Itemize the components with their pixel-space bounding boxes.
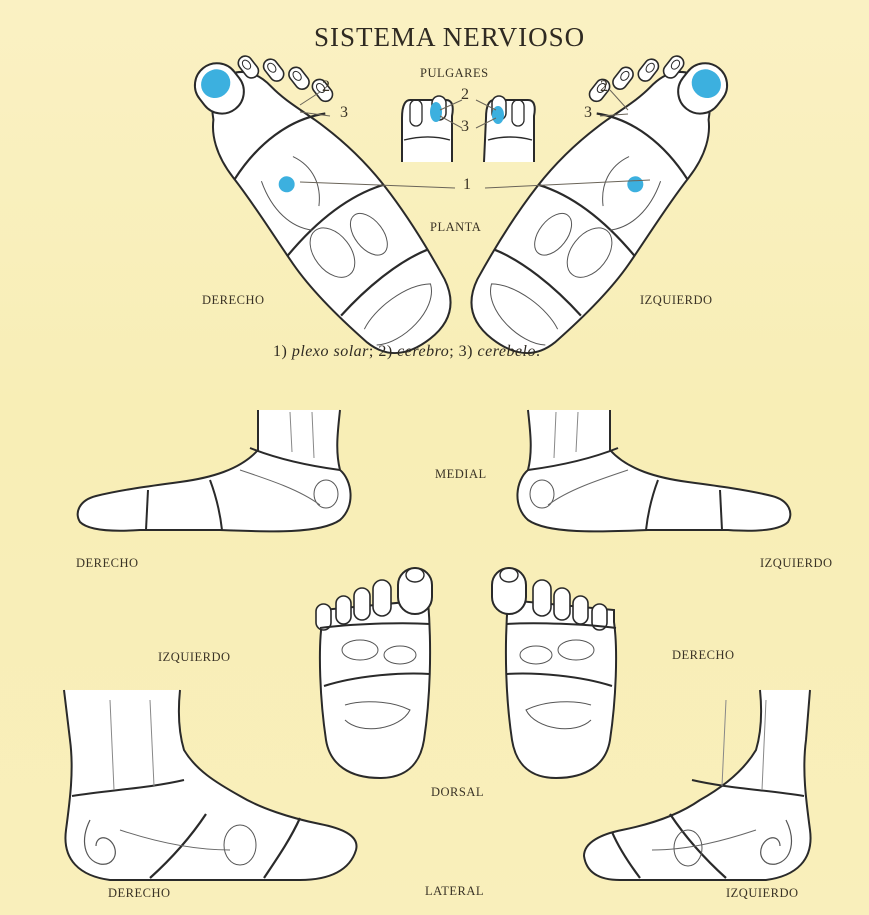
legend-cerebro: cerebro xyxy=(397,343,449,360)
medial-right-foot xyxy=(78,410,351,531)
marker-2-right: 2 xyxy=(322,78,331,96)
big-toe-detail-right xyxy=(402,96,453,162)
legend-num-1: 1) xyxy=(273,343,292,360)
marker-2-thumbs: 2 xyxy=(461,86,470,104)
dorsal-left-foot xyxy=(316,568,432,778)
label-planta: PLANTA xyxy=(430,220,481,235)
medial-left-foot xyxy=(517,410,790,531)
marker-2-left: 2 xyxy=(600,78,609,96)
label-medial-izquierdo: IZQUIERDO xyxy=(760,556,833,571)
marker-3-right: 3 xyxy=(340,104,349,122)
label-pulgares: PULGARES xyxy=(420,66,489,81)
label-planta-izquierdo: IZQUIERDO xyxy=(640,293,713,308)
dorsal-right-foot xyxy=(492,568,616,778)
big-toe-detail-left xyxy=(484,96,535,162)
legend-num-2: ; 2) xyxy=(369,343,397,360)
label-lateral-izquierdo: IZQUIERDO xyxy=(726,886,799,901)
legend-plexo-solar: plexo solar xyxy=(292,343,369,360)
legend-cerebelo: cerebelo xyxy=(478,343,536,360)
label-dorsal: DORSAL xyxy=(431,785,484,800)
marker-3-left: 3 xyxy=(584,104,593,122)
legend-num-3: ; 3) xyxy=(449,343,477,360)
page-title: SISTEMA NERVIOSO xyxy=(314,22,585,53)
marker-1: 1 xyxy=(463,176,472,194)
lateral-left-foot xyxy=(584,690,811,880)
label-lateral-derecho: DERECHO xyxy=(108,886,171,901)
marker-3-thumbs: 3 xyxy=(461,118,470,136)
legend-end: . xyxy=(536,343,541,360)
label-dorsal-izquierdo: IZQUIERDO xyxy=(158,650,231,665)
label-medial-derecho: DERECHO xyxy=(76,556,139,571)
label-lateral: LATERAL xyxy=(425,884,484,899)
label-dorsal-derecho: DERECHO xyxy=(672,648,735,663)
legend-caption: 1) plexo solar; 2) cerebro; 3) cerebelo. xyxy=(273,343,541,361)
label-medial: MEDIAL xyxy=(435,467,487,482)
label-planta-derecho: DERECHO xyxy=(202,293,265,308)
lateral-right-foot xyxy=(64,690,357,880)
